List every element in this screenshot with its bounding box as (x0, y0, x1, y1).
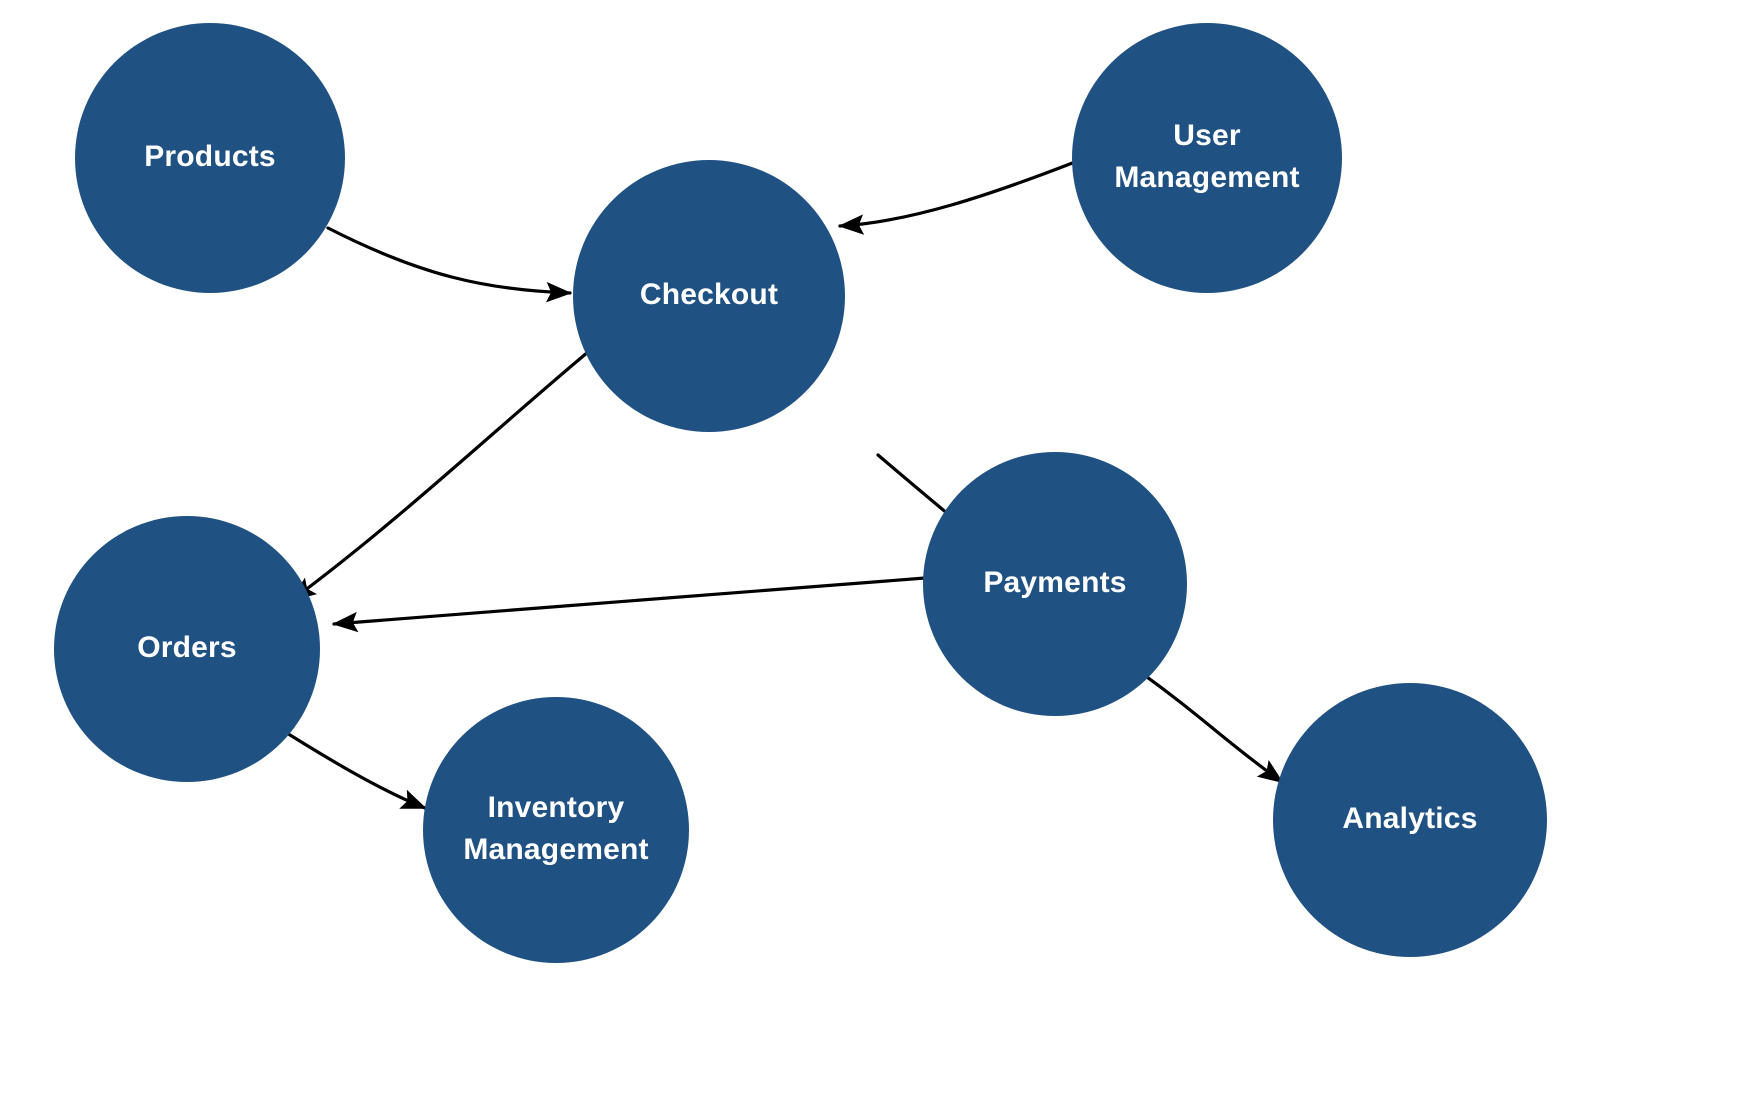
node-circle-analytics[interactable] (1273, 683, 1547, 957)
edge-user-management-to-checkout (838, 160, 1077, 235)
node-circle-products[interactable] (75, 23, 345, 293)
node-payments[interactable]: Payments (923, 452, 1187, 716)
edge-products-to-checkout (326, 226, 572, 303)
edge-payments-to-analytics (1138, 670, 1284, 784)
node-analytics[interactable]: Analytics (1273, 683, 1547, 957)
node-products[interactable]: Products (75, 23, 345, 293)
edges-layer (280, 160, 1284, 810)
node-circle-orders[interactable] (54, 516, 320, 782)
edge-orders-to-inventory-management (280, 728, 427, 810)
node-circle-user-management[interactable] (1072, 23, 1342, 293)
node-circle-checkout[interactable] (573, 160, 845, 432)
node-circle-inventory-management[interactable] (423, 697, 689, 963)
node-orders[interactable]: Orders (54, 516, 320, 782)
node-circle-payments[interactable] (923, 452, 1187, 716)
edge-payments-to-orders (332, 576, 927, 633)
edge-checkout-to-orders (290, 345, 596, 602)
node-checkout[interactable]: Checkout (573, 160, 845, 432)
